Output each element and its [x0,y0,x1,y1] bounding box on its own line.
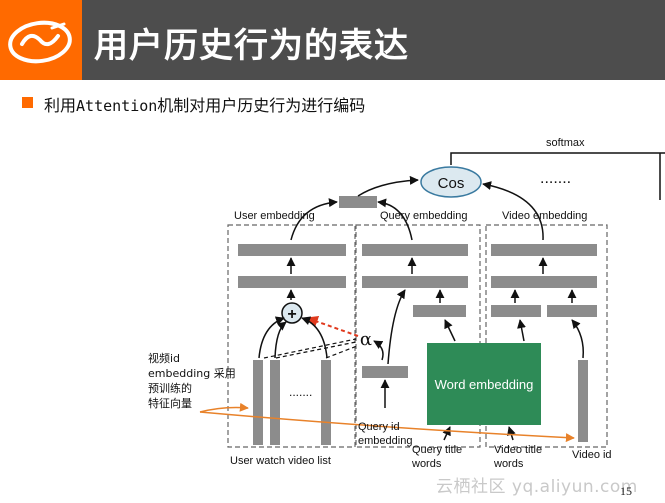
slide-subtitle: 利用Attention机制对用户历史行为进行编码 [44,92,365,116]
attention-arrow [305,315,359,337]
user-watch-label: User watch video list [230,455,331,467]
user-layer-bar [238,244,346,256]
sum-node-label: + [287,306,296,323]
subtitle-prefix: 利用 [44,96,77,115]
cos-node [420,166,482,198]
watched-video-bar [270,360,280,445]
arrow-to-sum [274,321,287,359]
arrow-up [387,289,406,365]
video-layer-bar [491,244,597,256]
arrow-up [571,319,585,359]
word-embedding-block [427,343,541,425]
video-embedding-label: Video embedding [502,210,587,222]
arrow-query-to-combined [377,198,413,241]
user-embedding-box [227,224,356,448]
combined-embedding-bar [339,196,377,208]
arrow-query-to-alpha [373,340,384,361]
top-ellipsis: ....... [540,170,571,187]
dashed-line [325,345,358,359]
query-layer-bar [362,276,468,288]
bullet-square [22,97,33,108]
note-arrow [199,402,249,413]
video-id-vertical-bar [578,360,588,442]
query-title-line: Query title [412,444,462,456]
cos-label: Cos [438,175,465,192]
sum-node [281,302,303,324]
video-id-note: 视频id embedding 采用 预训练的 特征向量 [148,351,239,410]
query-id-line: Query id [358,421,400,433]
slide-header: 用户历史行为的表达 [0,0,665,80]
alibaba-logo-icon [8,20,72,64]
dashed-line [275,341,357,359]
arrow-up [442,426,451,441]
query-title-bar [413,305,466,317]
video-title-line: words [493,458,524,470]
arrow-user-to-combined [290,198,338,241]
user-layer-bar [238,276,346,288]
video-title-line: Video title [494,444,542,456]
watermark: 云栖社区 yq.aliyun.com [436,477,638,497]
arrow-to-sum [258,316,285,359]
subtitle-suffix: 机制对用户历史行为进行编码 [157,96,366,115]
video-embedding-box [485,224,608,448]
video-id-note-line: 视频id [148,351,180,365]
arrow-up [517,319,526,342]
query-embedding-label: Query embedding [380,210,467,222]
word-embedding-label: Word embedding [435,377,534,392]
query-layer-bar [362,244,468,256]
slide-title: 用户历史行为的表达 [94,26,409,66]
video-title-label: Video title words [493,444,545,470]
watched-video-bar [253,360,263,445]
alibaba-logo [0,0,82,80]
video-layer-bar [491,276,597,288]
softmax-line [450,152,665,165]
watched-video-bar [321,360,331,445]
softmax-label: softmax [546,137,585,149]
query-id-label: Query id embedding [358,421,412,447]
arrow-to-sum [301,316,328,359]
dashed-line [263,338,357,359]
subtitle-term: Attention [76,97,158,115]
arrow-to-cos-right [482,181,544,241]
video-id-bar [547,305,597,317]
video-id-note-line: embedding 采用 [148,367,236,380]
arrow-to-cos-left [357,175,419,197]
arrow-up [507,426,516,441]
video-title-bar [491,305,541,317]
page-number: 15 [620,484,632,498]
video-list-ellipsis: ....... [289,385,312,399]
query-id-bar [362,366,408,378]
query-title-label: Query title words [411,444,465,470]
user-embedding-label: User embedding [234,210,315,222]
video-id-note-line: 预训练的 [148,381,192,395]
attention-weight-label: α [360,329,372,350]
note-arrow-long [199,411,575,443]
video-id-label: Video id [572,449,612,461]
query-title-line: words [411,458,442,470]
video-id-note-line: 特征向量 [148,396,192,410]
arrow-up [444,319,456,342]
query-id-line: embedding [358,435,412,447]
